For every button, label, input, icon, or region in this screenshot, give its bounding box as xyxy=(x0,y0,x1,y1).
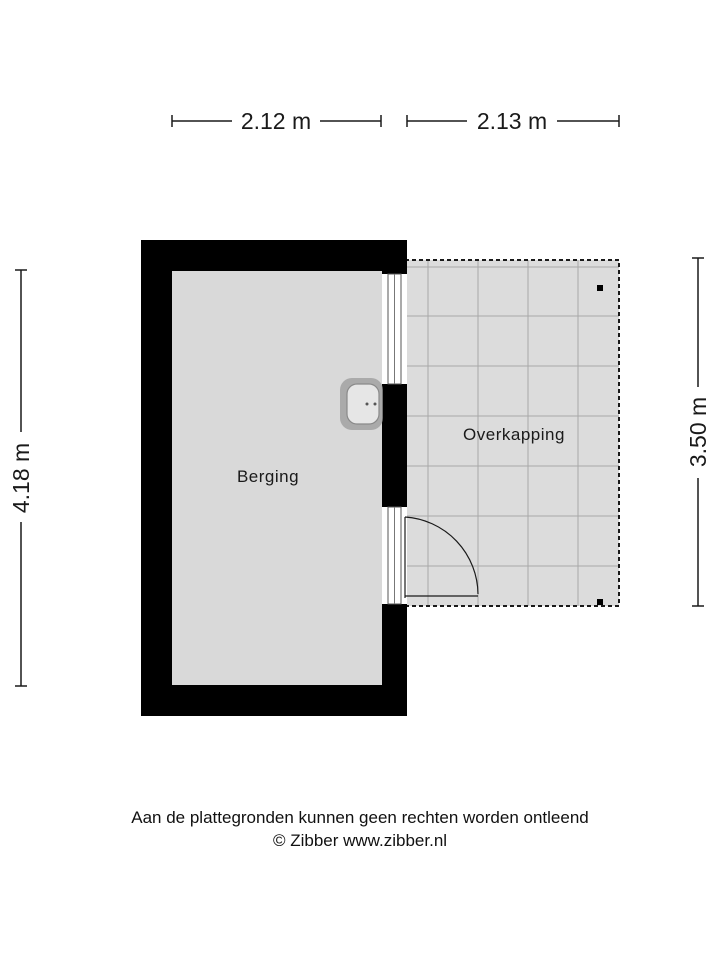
tile-grid xyxy=(405,260,619,606)
dimension-right: 3.50 m xyxy=(685,257,711,607)
overkapping-label: Overkapping xyxy=(463,425,565,444)
berging-room: Berging xyxy=(141,240,407,716)
dimension-top-left: 2.12 m xyxy=(171,108,382,134)
sink-icon xyxy=(340,378,383,430)
dimension-left: 4.18 m xyxy=(8,269,34,687)
berging-label: Berging xyxy=(237,467,299,486)
dimension-top-left-label: 2.12 m xyxy=(241,108,311,134)
post-marker xyxy=(597,599,603,605)
copyright-text: © Zibber www.zibber.nl xyxy=(272,831,448,850)
overkapping-area: Overkapping xyxy=(405,259,620,607)
dimension-left-label: 4.18 m xyxy=(8,443,34,513)
disclaimer-text: Aan de plattegronden kunnen geen rechten… xyxy=(131,808,589,827)
berging-floor xyxy=(172,271,382,685)
canopy-outline xyxy=(405,259,620,607)
dimension-top-right: 2.13 m xyxy=(406,108,620,134)
post-marker xyxy=(597,285,603,291)
dimension-right-label: 3.50 m xyxy=(685,397,711,467)
door-swing xyxy=(404,516,479,598)
dimension-top-right-label: 2.13 m xyxy=(477,108,547,134)
